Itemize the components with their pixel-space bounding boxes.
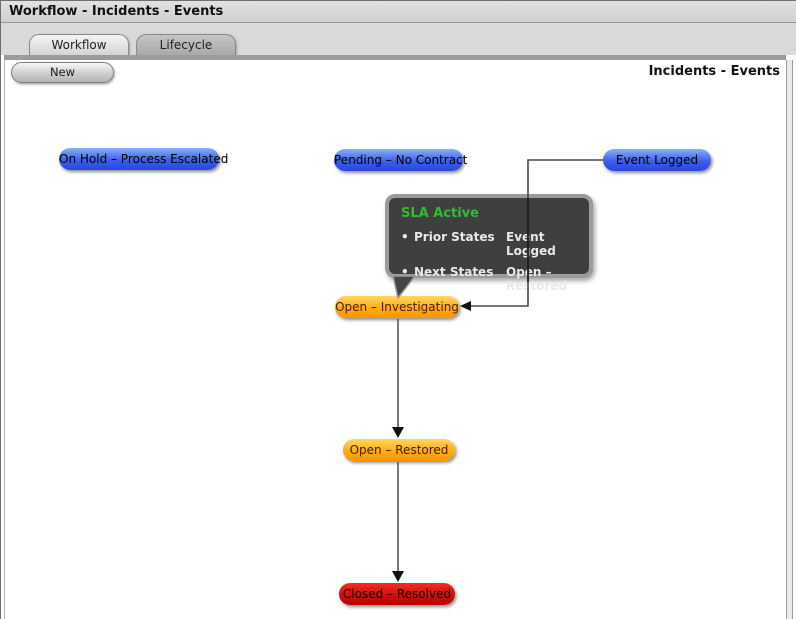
sla-tooltip-prior-states-row: • Prior States Event Logged <box>401 230 579 258</box>
workflow-node-on-hold-process-escalated[interactable]: On Hold – Process Escalated <box>59 148 228 170</box>
workflow-node-event-logged[interactable]: Event Logged <box>603 149 711 171</box>
arrowhead-down-icon <box>392 571 404 582</box>
arrowhead-down-icon <box>392 427 404 438</box>
tab-strip <box>1 23 796 55</box>
bullet-icon: • <box>401 265 409 279</box>
context-title: Incidents - Events <box>648 64 780 79</box>
bullet-icon: • <box>401 230 409 244</box>
next-states-label: Next States <box>414 265 494 279</box>
sla-tooltip-next-states-row: • Next States Open – Restored <box>401 265 579 293</box>
new-button[interactable]: New <box>11 62 114 83</box>
prior-states-label: Prior States <box>414 230 495 244</box>
tab-lifecycle[interactable]: Lifecycle <box>136 34 236 55</box>
window-title: Workflow - Incidents - Events <box>9 4 224 19</box>
sla-tooltip: SLA Active • Prior States Event Logged •… <box>385 194 593 293</box>
workflow-node-open-restored[interactable]: Open – Restored <box>343 439 455 461</box>
content-left-border <box>4 60 5 619</box>
tab-workflow[interactable]: Workflow <box>29 34 129 55</box>
next-states-value: Open – Restored <box>506 265 568 293</box>
workflow-node-closed-resolved[interactable]: Closed – Resolved <box>339 583 455 605</box>
workflow-node-open-investigating[interactable]: Open – Investigating <box>335 296 459 318</box>
window-title-bar: Workflow - Incidents - Events <box>1 1 796 23</box>
arrowhead-left-icon <box>460 301 471 311</box>
content-top-divider <box>4 55 786 60</box>
vertical-scrollbar[interactable] <box>786 60 793 619</box>
prior-states-value: Event Logged <box>506 230 556 258</box>
workflow-node-pending-no-contract[interactable]: Pending – No Contract <box>334 149 467 171</box>
sla-tooltip-title: SLA Active <box>401 206 479 221</box>
